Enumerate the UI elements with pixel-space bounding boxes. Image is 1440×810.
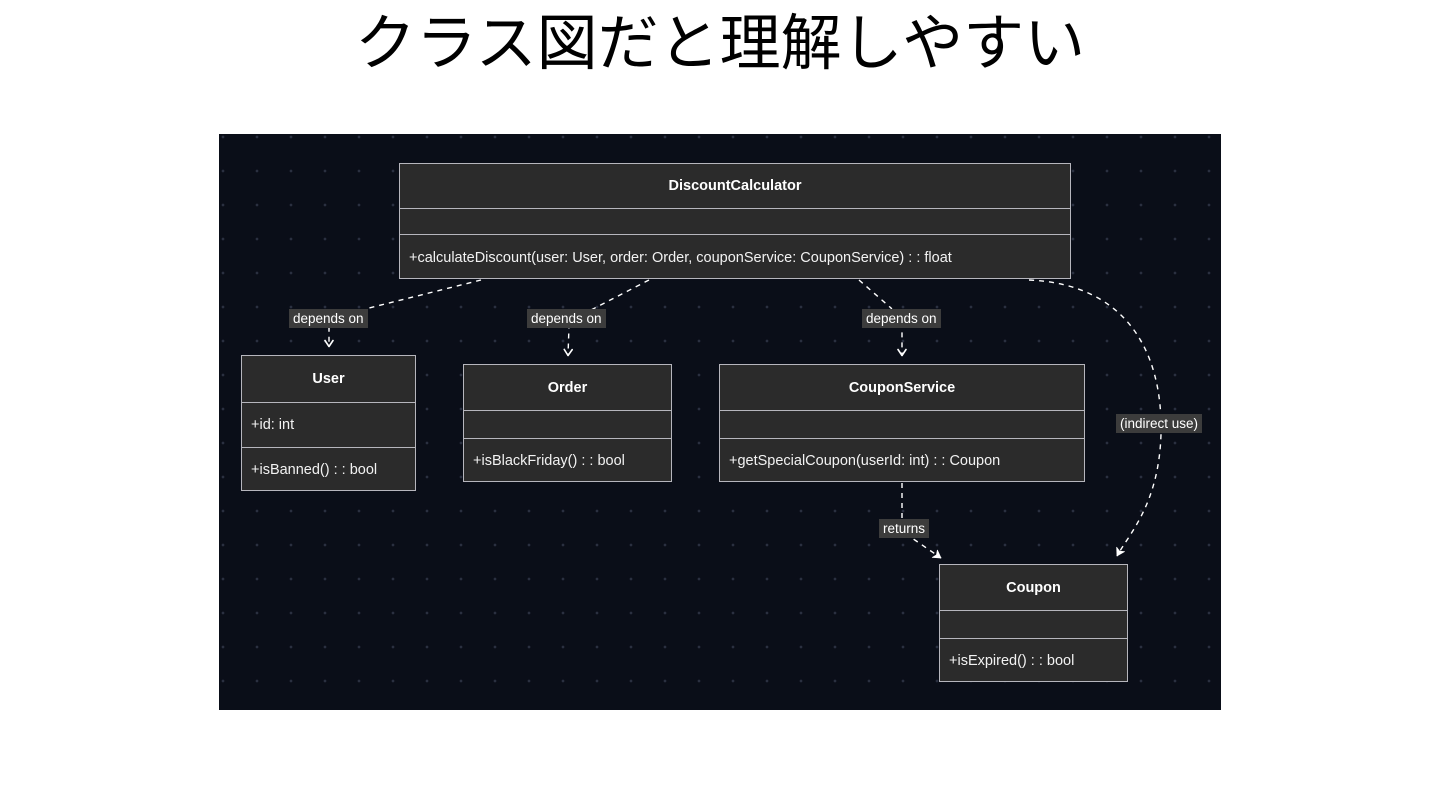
uml-method-row: +calculateDiscount(user: User, order: Or… [409, 249, 952, 266]
edge-label-depends-on-couponservice: depends on [862, 309, 941, 328]
uml-method-row: +isBlackFriday() : : bool [473, 453, 625, 469]
uml-methods-compartment: +isBlackFriday() : : bool [464, 438, 671, 483]
uml-attributes-compartment [940, 610, 1127, 638]
uml-empty-row [940, 613, 1127, 637]
uml-empty-row [400, 210, 1070, 234]
uml-attribute-row: +id: int [251, 417, 295, 433]
uml-method-row: +getSpecialCoupon(userId: int) : : Coupo… [729, 453, 1001, 469]
uml-method-row: +isBanned() : : bool [251, 462, 378, 478]
uml-attributes-compartment: +id: int [242, 402, 415, 447]
uml-methods-compartment: +isBanned() : : bool [242, 447, 415, 492]
uml-methods-compartment: +isExpired() : : bool [940, 638, 1127, 683]
uml-empty-row [464, 413, 671, 437]
edge-label-depends-on-order: depends on [527, 309, 606, 328]
uml-class-name: User [312, 371, 345, 387]
uml-class-order[interactable]: Order +isBlackFriday() : : bool [463, 364, 672, 482]
uml-diagram-canvas: DiscountCalculator +calculateDiscount(us… [219, 134, 1221, 710]
uml-class-coupon[interactable]: Coupon +isExpired() : : bool [939, 564, 1128, 682]
uml-attributes-compartment [400, 208, 1070, 234]
uml-class-name: DiscountCalculator [668, 178, 802, 194]
edge-label-indirect-use: (indirect use) [1116, 414, 1203, 433]
uml-methods-compartment: +getSpecialCoupon(userId: int) : : Coupo… [720, 438, 1084, 483]
uml-method-row: +isExpired() : : bool [949, 653, 1075, 669]
uml-class-name: Order [547, 379, 588, 396]
uml-class-discountcalculator[interactable]: DiscountCalculator +calculateDiscount(us… [399, 163, 1071, 279]
uml-attributes-compartment [464, 410, 671, 438]
uml-methods-compartment: +calculateDiscount(user: User, order: Or… [400, 234, 1070, 280]
edge-label-returns: returns [879, 519, 930, 538]
uml-class-user[interactable]: User +id: int +isBanned() : : bool [241, 355, 416, 491]
page-title: クラス図だと理解しやすい [354, 8, 1086, 79]
uml-class-name: CouponService [848, 379, 956, 396]
uml-attributes-compartment [720, 410, 1084, 438]
uml-class-name: Coupon [1006, 579, 1061, 596]
uml-empty-row [720, 413, 1084, 437]
uml-class-couponservice[interactable]: CouponService +getSpecialCoupon(userId: … [719, 364, 1085, 482]
edge-label-depends-on-user: depends on [289, 309, 368, 328]
